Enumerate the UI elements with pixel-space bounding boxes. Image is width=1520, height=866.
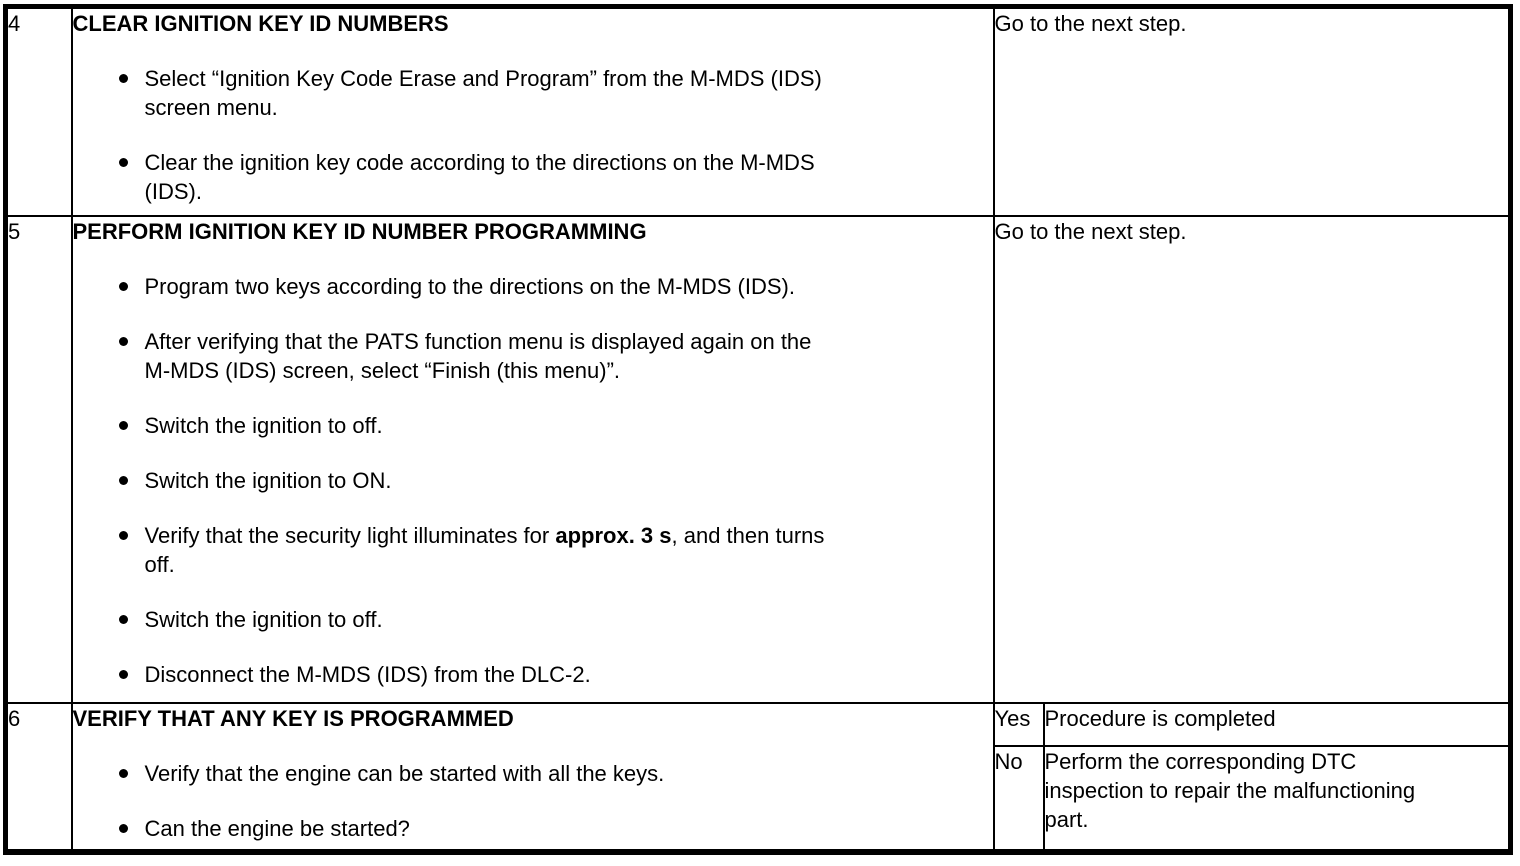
text-segment: Switch the ignition to ON. (144, 467, 392, 493)
bullet-item: Switch the ignition to off. (74, 411, 992, 440)
bold-text: approx. 3 s (555, 522, 672, 548)
bullet-item: Disconnect the M-MDS (IDS) from the DLC-… (74, 660, 992, 689)
text-line: M-MDS (IDS) screen, select “Finish (this… (144, 356, 992, 385)
step-number-cell: 5 (4, 214, 73, 704)
text-line: Procedure is completed (1044, 705, 1276, 731)
text-segment: Program two keys according to the direct… (144, 273, 795, 299)
text-segment: Verify that the engine can be started wi… (144, 760, 665, 786)
bullet-item: After verifying that the PATS function m… (74, 327, 992, 385)
bullet-item: Can the engine be started? (74, 814, 992, 843)
procedure-title: VERIFY THAT ANY KEY IS PROGRAMMED (72, 705, 514, 731)
text-line: Program two keys according to the direct… (144, 272, 992, 301)
text-line: (IDS). (144, 177, 992, 206)
bullet-item: Clear the ignition key code according to… (74, 148, 992, 206)
text-segment: Select “Ignition Key Code Erase and Prog… (144, 66, 822, 91)
procedure-row: 5 PERFORM IGNITION KEY ID NUMBER PROGRAMM… (4, 214, 1512, 704)
procedure-title: CLEAR IGNITION KEY ID NUMBERS (72, 11, 449, 36)
text-segment: off. (144, 551, 175, 577)
action-cell: Go to the next step. (992, 5, 1512, 217)
text-segment: Verify that the security light illuminat… (144, 522, 556, 548)
bullet-item: Verify that the security light illuminat… (74, 521, 992, 579)
text-line: Go to the next step. (994, 11, 1187, 36)
text-line: off. (144, 550, 992, 579)
text-line: Switch the ignition to off. (144, 605, 992, 634)
bullet-item: Switch the ignition to off. (74, 605, 992, 634)
text-line: part. (1044, 806, 1089, 832)
procedure-row: 6 VERIFY THAT ANY KEY IS PROGRAMMED Verify… (4, 701, 1512, 853)
text-line: Verify that the security light illuminat… (144, 521, 992, 550)
text-line: Perform the corresponding DTC (1044, 748, 1357, 774)
text-segment: Disconnect the M-MDS (IDS) from the DLC-… (144, 661, 591, 687)
verdict-label: No (994, 748, 1023, 774)
text-segment: Can the engine be started? (144, 815, 410, 841)
text-line: Go to the next step. (994, 218, 1187, 244)
text-line: Clear the ignition key code according to… (144, 148, 992, 177)
bullet-item: Switch the ignition to ON. (74, 466, 992, 495)
text-segment: (IDS). (144, 179, 202, 204)
step-number-cell: 6 (4, 701, 73, 853)
action-cell: Procedure is completed (1042, 701, 1512, 747)
inspection-cell: CLEAR IGNITION KEY ID NUMBERS Select “Ign… (70, 5, 995, 217)
text-line: Disconnect the M-MDS (IDS) from the DLC-… (144, 660, 992, 689)
step-number-cell: 4 (4, 5, 73, 217)
text-segment: , and then turns (671, 522, 825, 548)
text-segment: Switch the ignition to off. (144, 412, 383, 438)
text-line: Select “Ignition Key Code Erase and Prog… (144, 64, 992, 93)
step-number: 6 (8, 705, 21, 731)
bullet-list: Select “Ignition Key Code Erase and Prog… (74, 64, 992, 206)
text-line: screen menu. (144, 93, 992, 122)
text-line: inspection to repair the malfunctioning (1044, 777, 1416, 803)
text-line: Verify that the engine can be started wi… (144, 759, 992, 788)
text-line: Switch the ignition to ON. (144, 466, 992, 495)
action-cell: Perform the corresponding DTC inspection … (1042, 744, 1512, 853)
text-line: Can the engine be started? (144, 814, 992, 843)
action-cell: Go to the next step. (992, 214, 1512, 704)
text-segment: screen menu. (144, 95, 278, 120)
text-segment: After verifying that the PATS function m… (144, 328, 812, 354)
inspection-cell: PERFORM IGNITION KEY ID NUMBER PROGRAMMI… (70, 214, 995, 704)
text-line: After verifying that the PATS function m… (144, 327, 992, 356)
text-segment: Switch the ignition to off. (144, 606, 383, 632)
bullet-item: Verify that the engine can be started wi… (74, 759, 992, 788)
bullet-list: Program two keys according to the direct… (74, 272, 992, 689)
verdict-label: Yes (994, 705, 1031, 731)
step-number: 5 (8, 218, 21, 244)
text-segment: M-MDS (IDS) screen, select “Finish (this… (144, 357, 621, 383)
procedure-subrow: No Perform the corresponding DTC inspectio… (6, 744, 1512, 853)
verdict-cell: Yes (992, 701, 1045, 747)
procedure-title: PERFORM IGNITION KEY ID NUMBER PROGRAMMI… (72, 218, 647, 244)
procedure-row: 4 CLEAR IGNITION KEY ID NUMBERS Select “Ig… (4, 5, 1512, 217)
bullet-item: Program two keys according to the direct… (74, 272, 992, 301)
text-segment: Clear the ignition key code according to… (144, 150, 815, 175)
bullet-item: Select “Ignition Key Code Erase and Prog… (74, 64, 992, 122)
inspection-cell: VERIFY THAT ANY KEY IS PROGRAMMED Verify … (70, 701, 995, 853)
procedure-table: 4 CLEAR IGNITION KEY ID NUMBERS Select “Ig… (3, 4, 1514, 855)
text-line: Switch the ignition to off. (144, 411, 992, 440)
step-number: 4 (8, 11, 21, 36)
bullet-list: Verify that the engine can be started wi… (74, 759, 992, 843)
verdict-cell: No (992, 744, 1045, 853)
